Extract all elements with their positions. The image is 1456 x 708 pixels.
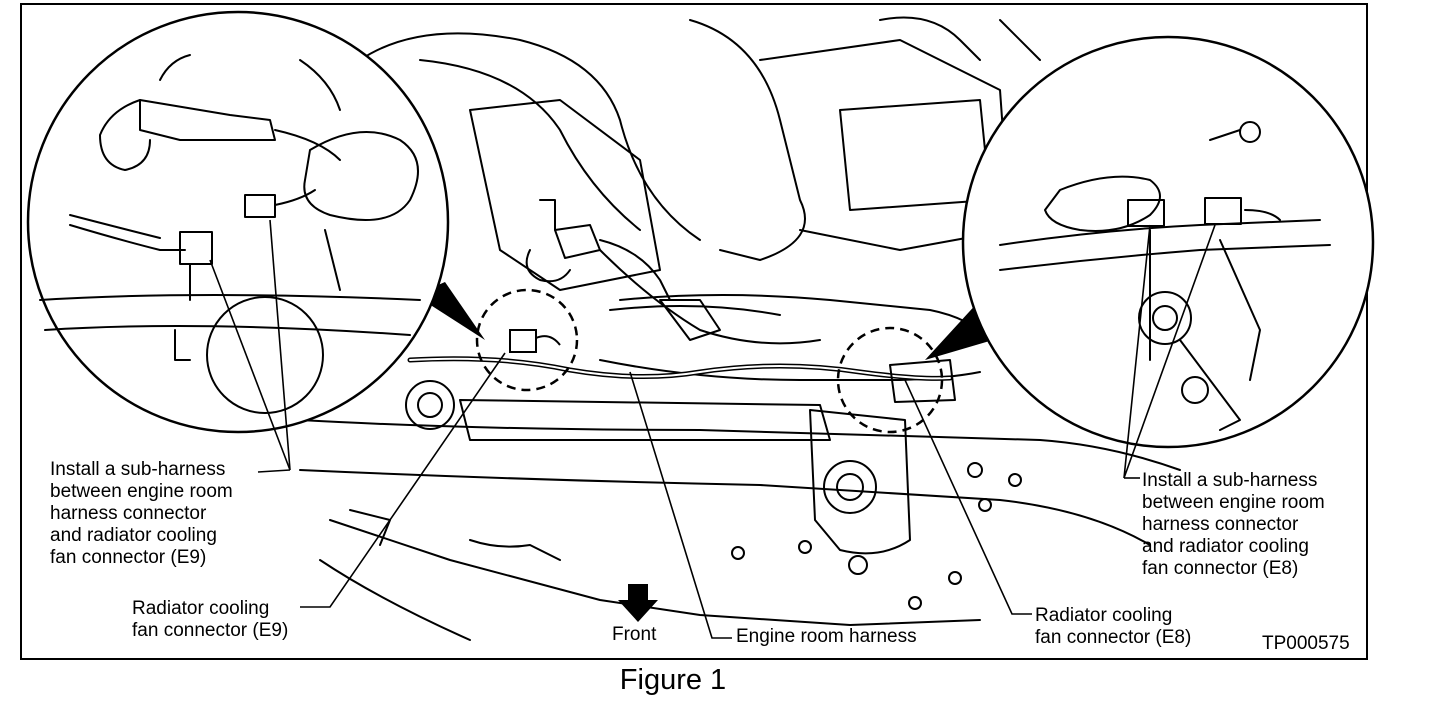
connector-e9-small xyxy=(509,329,561,353)
front-label: Front xyxy=(612,624,657,645)
leader-left-subharness xyxy=(257,469,291,473)
leader-engine-harness xyxy=(629,371,732,639)
right-magnified-inset xyxy=(961,35,1375,449)
e9-location-circle xyxy=(475,288,579,392)
left-subharness-label: Install a sub-harness between engine roo… xyxy=(50,459,233,568)
figure-code-label: TP000575 xyxy=(1262,633,1350,654)
figure-frame xyxy=(20,3,1368,660)
leader-radiator-e8 xyxy=(904,379,1032,615)
leader-lines xyxy=(209,219,1216,639)
front-arrow-icon xyxy=(618,584,658,622)
radiator-e8-label: Radiator cooling fan connector (E8) xyxy=(1035,605,1192,648)
e8-location-circle xyxy=(836,326,944,434)
leader-radiator-e9 xyxy=(300,352,506,608)
left-magnified-inset xyxy=(26,10,450,434)
connector-location-markers xyxy=(475,288,944,434)
figure-caption: Figure 1 xyxy=(619,664,727,696)
radiator-e9-label: Radiator cooling fan connector (E9) xyxy=(132,598,289,641)
engine-room-harness-label: Engine room harness xyxy=(736,626,917,647)
right-subharness-label: Install a sub-harness between engine roo… xyxy=(1142,470,1325,579)
